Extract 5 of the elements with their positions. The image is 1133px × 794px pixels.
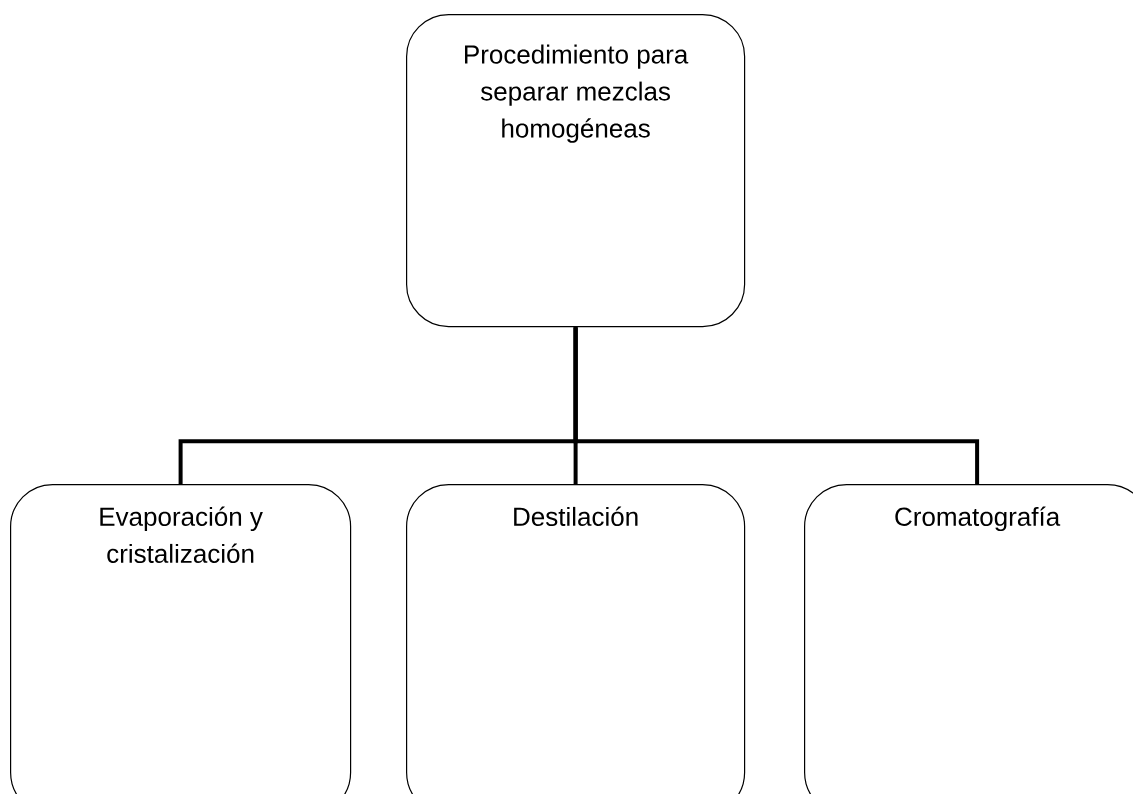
rounded-box: Evaporación y cristalización	[10, 483, 352, 794]
connector-line	[573, 327, 980, 484]
rounded-box: Procedimiento para separar mezclas homogéneas	[406, 14, 746, 328]
rounded-box: Destilación	[406, 483, 746, 794]
rounded-box: Cromatografía	[804, 483, 1133, 794]
